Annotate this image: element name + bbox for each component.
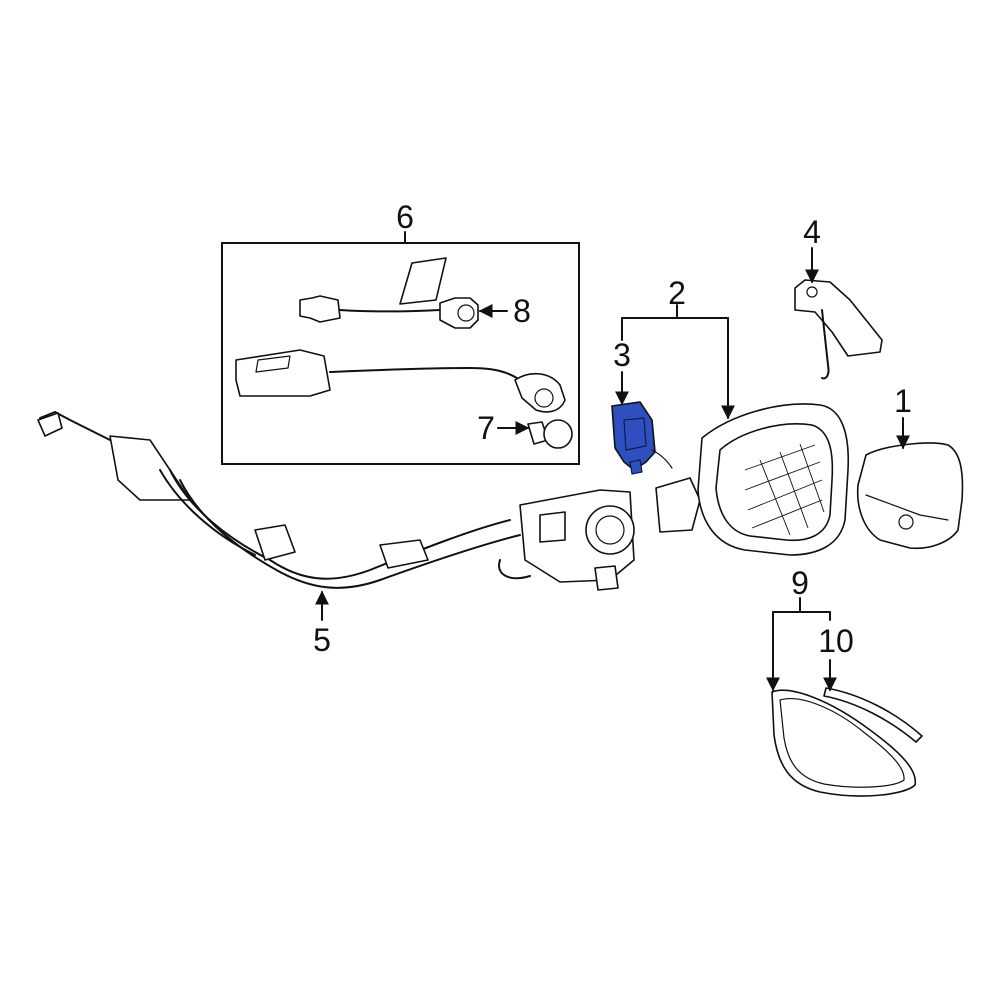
- cap-part-7[interactable]: [527, 419, 573, 449]
- callout-3: 3: [613, 337, 631, 373]
- callout-5: 5: [313, 622, 331, 658]
- callout-1: 1: [894, 383, 912, 419]
- callout-2: 2: [668, 275, 686, 311]
- kit-6-box: [221, 242, 580, 465]
- callout-4: 4: [803, 214, 821, 250]
- callout-10: 10: [818, 623, 854, 659]
- callout-9: 9: [791, 565, 809, 601]
- charge-door-part-1[interactable]: [856, 442, 964, 550]
- strip-part-10[interactable]: [823, 687, 923, 743]
- leader-lines: [315, 231, 910, 692]
- callout-6: 6: [396, 199, 414, 235]
- seal-part-9[interactable]: [771, 689, 917, 797]
- charge-port-housing-part[interactable]: [655, 403, 850, 556]
- charging-cord-part[interactable]: [235, 257, 566, 413]
- module-part-3-highlighted[interactable]: [611, 401, 673, 475]
- module-body: [611, 401, 656, 471]
- charging-harness-part[interactable]: [37, 411, 635, 591]
- actuator-part-4[interactable]: [794, 279, 883, 380]
- callout-7: 7: [477, 410, 495, 446]
- callout-8: 8: [513, 293, 531, 329]
